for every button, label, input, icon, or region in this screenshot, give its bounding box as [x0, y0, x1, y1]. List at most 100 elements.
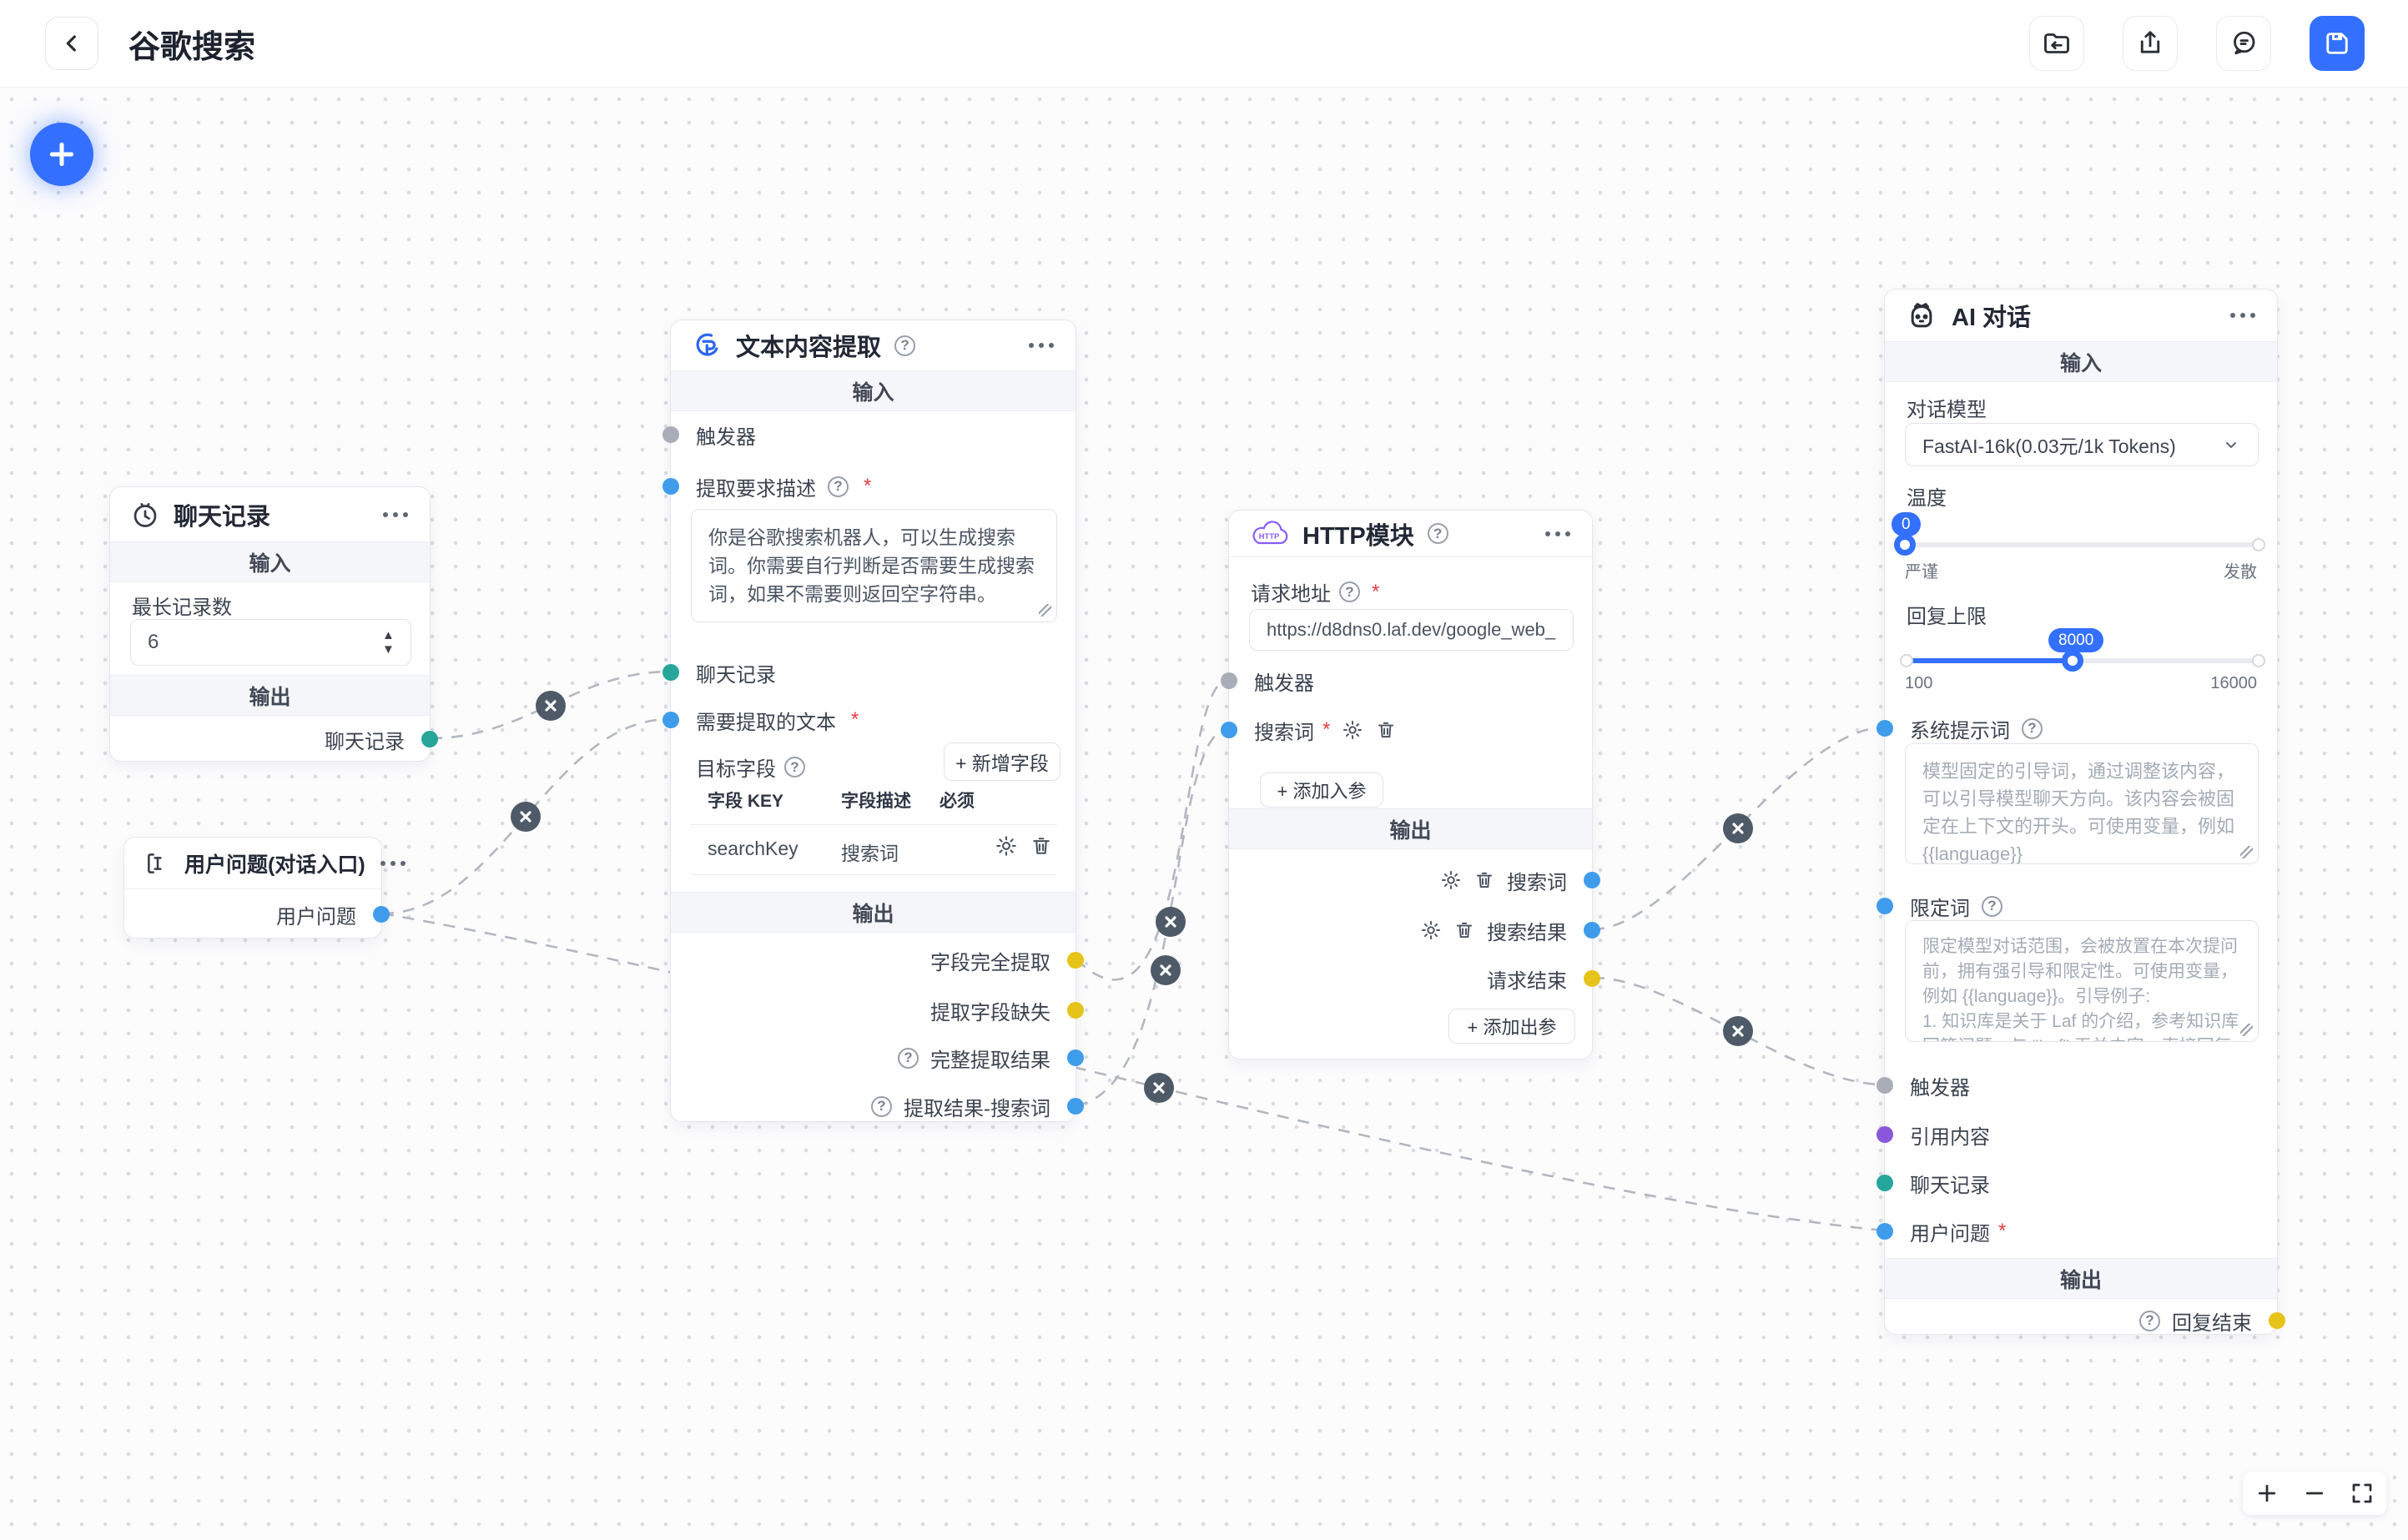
- port-dot-chat-history-in[interactable]: [1877, 1175, 1893, 1191]
- gear-icon[interactable]: [995, 834, 1018, 858]
- svg-text:HTTP: HTTP: [1259, 532, 1280, 541]
- node-chat-history[interactable]: 聊天记录 输入 最长记录数 ▲▼ 输出 聊天记录: [109, 486, 438, 762]
- port-dot-target-text-in[interactable]: [662, 712, 679, 728]
- disconnect-edge-button[interactable]: [1144, 1073, 1174, 1103]
- table-divider: [691, 824, 1057, 825]
- trash-icon[interactable]: [1453, 919, 1475, 941]
- disconnect-edge-button[interactable]: [1156, 907, 1186, 937]
- port-dot-result-searchkey-out[interactable]: [1067, 1098, 1084, 1115]
- save-button[interactable]: [2310, 16, 2365, 71]
- add-field-button[interactable]: + 新增字段: [944, 742, 1060, 781]
- gear-icon[interactable]: [1342, 719, 1363, 741]
- port-dot-full-result-out[interactable]: [1067, 1049, 1084, 1066]
- model-select[interactable]: FastAI-16k(0.03元/1k Tokens): [1905, 423, 2259, 466]
- port-dot-user-question-in[interactable]: [1877, 1223, 1893, 1240]
- import-button[interactable]: [2029, 16, 2084, 71]
- port-dot-trigger-in[interactable]: [662, 426, 679, 443]
- help-icon[interactable]: [784, 757, 805, 778]
- node-menu-button[interactable]: [1027, 336, 1055, 355]
- port-dot-search-result-out[interactable]: [1584, 922, 1600, 939]
- help-icon[interactable]: [2022, 717, 2043, 739]
- port-label: 用户问题: [276, 905, 356, 929]
- help-icon[interactable]: [1982, 895, 2002, 917]
- port-dot-trigger-in[interactable]: [1221, 672, 1237, 689]
- node-menu-button[interactable]: [2229, 306, 2257, 325]
- port-dot-chat-history-out[interactable]: [421, 731, 438, 747]
- trash-icon[interactable]: [1030, 834, 1053, 858]
- port-label: 提取要求描述: [696, 477, 816, 501]
- qualifier-textarea[interactable]: [1905, 920, 2259, 1042]
- number-stepper[interactable]: ▲▼: [382, 628, 395, 657]
- temp-min-label: 严谨: [1905, 563, 1938, 581]
- disconnect-edge-button[interactable]: [1151, 955, 1181, 985]
- trash-icon[interactable]: [1375, 719, 1397, 741]
- fit-view-button[interactable]: [2350, 1481, 2375, 1506]
- node-text-extract[interactable]: 文本内容提取 输入 触发器 提取要求描述 你是谷歌搜索机器人，可以生成搜索词。你…: [662, 320, 1084, 1122]
- section-output: 输出: [1885, 1258, 2277, 1299]
- disconnect-edge-button[interactable]: [511, 802, 541, 832]
- port-dot-search-word-out[interactable]: [1584, 872, 1600, 888]
- port-dot-search-word-in[interactable]: [1221, 722, 1237, 738]
- zoom-in-button[interactable]: [2254, 1481, 2280, 1506]
- reply-limit-slider-thumb[interactable]: [2062, 650, 2083, 672]
- disconnect-edge-button[interactable]: [1723, 813, 1753, 843]
- port-dot-chat-history-in[interactable]: [662, 664, 679, 681]
- port-dot-fields-complete-out[interactable]: [1067, 952, 1084, 969]
- workflow-canvas[interactable]: 聊天记录 输入 最长记录数 ▲▼ 输出 聊天记录 用户问题(对话入口) 用户问题: [0, 88, 2408, 1540]
- node-http-module[interactable]: HTTP HTTP模块 请求地址 触发器 搜索词 + 添加入: [1221, 510, 1600, 1059]
- help-icon[interactable]: [894, 335, 916, 356]
- extract-desc-textarea[interactable]: 你是谷歌搜索机器人，可以生成搜索词。你需要自行判断是否需要生成搜索词，如果不需要…: [691, 509, 1057, 622]
- port-dot-quote-in[interactable]: [1877, 1126, 1893, 1143]
- node-ai-chat[interactable]: AI 对话 输入 对话模型 FastAI-16k(0.03元/1k Tokens…: [1877, 289, 2285, 1335]
- edge-user-question-to-ai: [381, 912, 1885, 1232]
- node-menu-button[interactable]: [381, 506, 410, 524]
- help-icon[interactable]: [1427, 523, 1448, 544]
- table-cell-key: searchKey: [708, 838, 798, 859]
- chevron-down-icon: [2221, 435, 2241, 455]
- port-row-full-result: 完整提取结果: [671, 1042, 1084, 1074]
- help-icon[interactable]: [1339, 581, 1360, 602]
- add-module-button[interactable]: [30, 123, 93, 186]
- port-label: 用户问题: [1910, 1222, 1990, 1246]
- export-button[interactable]: [2123, 16, 2178, 71]
- node-title: AI 对话: [1952, 304, 2032, 331]
- port-row-system-prompt: 系统提示词: [1877, 712, 2277, 744]
- table-divider: [691, 874, 1057, 875]
- help-icon[interactable]: [828, 476, 849, 497]
- back-button[interactable]: [45, 17, 98, 70]
- gear-icon[interactable]: [1440, 869, 1462, 891]
- temperature-slider-track[interactable]: [1905, 542, 2259, 547]
- help-icon[interactable]: [898, 1047, 919, 1069]
- port-dot-extract-desc-in[interactable]: [662, 478, 679, 495]
- feedback-button[interactable]: [2216, 16, 2271, 71]
- help-icon[interactable]: [2139, 1310, 2160, 1331]
- help-icon[interactable]: [871, 1095, 892, 1117]
- add-output-param-button[interactable]: + 添加出参: [1448, 1009, 1575, 1044]
- page-title: 谷歌搜索: [128, 29, 256, 65]
- required-marker: [848, 708, 859, 732]
- gear-icon[interactable]: [1420, 919, 1442, 941]
- node-menu-button[interactable]: [1544, 525, 1572, 543]
- edge-extract-success-to-http: [1076, 678, 1229, 981]
- port-dot-system-prompt-in[interactable]: [1877, 720, 1893, 737]
- port-dot-trigger-in[interactable]: [1877, 1077, 1893, 1094]
- port-dot-request-finish-out[interactable]: [1584, 970, 1600, 987]
- node-menu-button[interactable]: [379, 854, 407, 873]
- port-dot-user-question-out[interactable]: [373, 906, 390, 923]
- port-row-result-searchkey: 提取结果-搜索词: [671, 1090, 1084, 1122]
- port-dot-reply-finish-out[interactable]: [2269, 1312, 2285, 1329]
- url-input[interactable]: [1249, 609, 1574, 651]
- zoom-out-button[interactable]: [2302, 1481, 2327, 1506]
- disconnect-edge-button[interactable]: [1723, 1016, 1753, 1046]
- slider-end: [1900, 654, 1913, 667]
- port-dot-fields-missing-out[interactable]: [1067, 1002, 1084, 1019]
- add-input-param-button[interactable]: + 添加入参: [1260, 773, 1383, 808]
- max-records-input[interactable]: [130, 619, 411, 666]
- port-row-chat-history: 聊天记录: [662, 657, 1076, 688]
- trash-icon[interactable]: [1474, 869, 1495, 891]
- node-user-question[interactable]: 用户问题(对话入口) 用户问题: [123, 837, 406, 939]
- port-dot-qualifier-in[interactable]: [1877, 898, 1893, 914]
- temperature-slider-thumb[interactable]: [1894, 534, 1916, 556]
- system-prompt-textarea[interactable]: [1905, 743, 2259, 864]
- disconnect-edge-button[interactable]: [536, 691, 566, 721]
